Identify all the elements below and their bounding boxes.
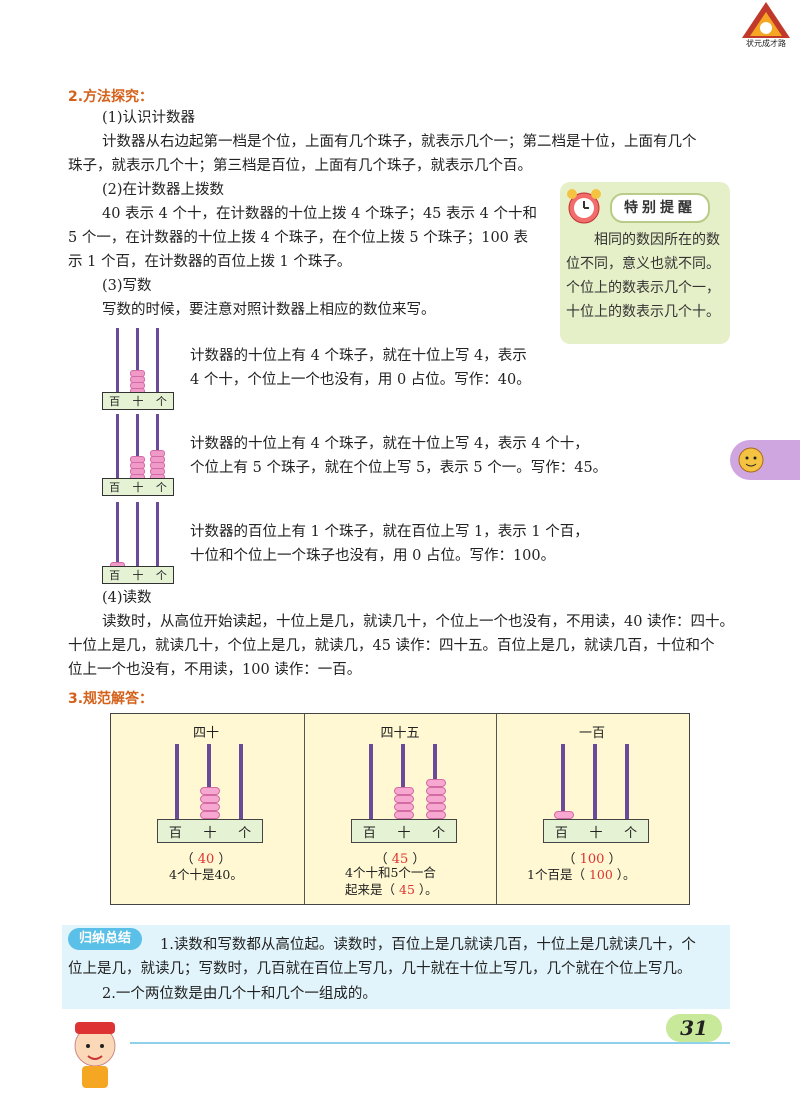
abacus-100: 百十个	[102, 502, 174, 584]
flame-logo-icon	[742, 2, 790, 38]
boy-mascot-icon	[60, 1010, 130, 1094]
tip-title: 特别提醒	[610, 193, 710, 223]
answer-cell-45: 四十五 百十个 （ 45 ） 4个十和5个一合 起来是（ 45 ）。	[305, 714, 495, 904]
abacus-45-text: 计数器的十位上有 4 个珠子，就在十位上写 4，表示 4 个十，	[190, 436, 589, 452]
abacus-100-text: 十位和个位上一个珠子也没有，用 0 占位。写作：100。	[190, 548, 556, 564]
p4-line: 读数时，从高位开始读起，十位上是几，就读几十，个位上一个也没有，不用读，40 读…	[102, 614, 735, 630]
answer-panel: 四十 百十个 （ 40 ） 4个十是40。 四十五 百十个 （ 45 ） 4个十…	[110, 713, 690, 905]
cell-note: 4个十和5个一合	[345, 865, 436, 880]
side-tab	[730, 440, 800, 480]
section-3-heading: 3.规范解答：	[68, 691, 154, 707]
answer-blank: （ 40 ）	[180, 852, 232, 867]
alarm-clock-icon	[564, 186, 604, 230]
summary-tag: 归纳总结	[68, 928, 142, 950]
abacus-40: 百十个	[102, 328, 174, 410]
summary-line: 1.读数和写数都从高位起。读数时，百位上是几就读几百，十位上是几就读几十，个	[160, 937, 696, 953]
p1-line: 计数器从右边起第一档是个位，上面有几个珠子，就表示几个一；第二档是十位，上面有几…	[102, 134, 697, 150]
p2-line: 示 1 个百，在计数器的百位上拨 1 个珠子。	[68, 254, 352, 270]
answer-cell-40: 四十 百十个 （ 40 ） 4个十是40。	[111, 714, 301, 904]
p4-line: 十位上是几，就读几十，个位上是几，就读几，45 读作：四十五。百位上是几，就读几…	[68, 638, 715, 654]
p3-line: 写数的时候，要注意对照计数器上相应的数位来写。	[102, 302, 436, 318]
p2-line: 5 个一，在计数器的十位上拨 4 个珠子，在个位上拨 5 个珠子；100 表	[68, 230, 529, 246]
abacus-45: 百十个	[102, 414, 174, 496]
p2-line: 40 表示 4 个十，在计数器的十位上拨 4 个珠子；45 表示 4 个十和	[102, 206, 537, 222]
abacus-40-text: 计数器的十位上有 4 个珠子，就在十位上写 4，表示	[190, 348, 527, 364]
p1-title: (1)认识计数器	[102, 110, 196, 126]
p2-title: (2)在计数器上拨数	[102, 182, 225, 198]
summary-line: 2.一个两位数是由几个十和几个一组成的。	[102, 986, 377, 1002]
tip-body: 相同的数因所在的数位不同，意义也就不同。个位上的数表示几个一，十位上的数表示几个…	[566, 232, 720, 320]
answer-cell-100: 一百 百十个 （ 100 ） 1个百是（ 100 ）。	[497, 714, 687, 904]
p1-line: 珠子，就表示几个十；第三档是百位，上面有几个珠子，就表示几个百。	[68, 158, 532, 174]
p4-line: 位上一个也没有，不用读，100 读作：一百。	[68, 662, 362, 678]
cell-label: 一百	[578, 726, 605, 741]
abacus-45-text: 个位上有 5 个珠子，就在个位上写 5，表示 5 个一。写作：45。	[190, 460, 608, 476]
answer-blank: （ 45 ）	[374, 852, 426, 867]
cell-label: 四十五	[380, 726, 420, 741]
tiger-icon	[738, 447, 764, 473]
logo-text: 状元成才路	[746, 39, 786, 48]
cell-note: 起来是（ 45 ）。	[345, 882, 438, 897]
page-number: 31	[666, 1014, 722, 1042]
summary-box	[62, 925, 730, 1009]
p3-title: (3)写数	[102, 278, 152, 294]
cell-note: 4个十是40。	[169, 867, 243, 882]
footer-line	[130, 1042, 730, 1044]
publisher-logo: 状元成才路	[738, 0, 794, 52]
abacus-100-text: 计数器的百位上有 1 个珠子，就在百位上写 1，表示 1 个百，	[190, 524, 589, 540]
answer-blank: （ 100 ）	[562, 852, 622, 867]
summary-line: 位上是几，就读几；写数时，几百就在百位上写几，几十就在十位上写几，几个就在个位上…	[68, 961, 692, 977]
p4-title: (4)读数	[102, 590, 152, 606]
abacus-40-text: 4 个十，个位上一个也没有，用 0 占位。写作：40。	[190, 372, 531, 388]
cell-label: 四十	[192, 726, 219, 741]
cell-note: 1个百是（ 100 ）。	[527, 867, 636, 882]
section-2-heading: 2.方法探究：	[68, 89, 154, 105]
